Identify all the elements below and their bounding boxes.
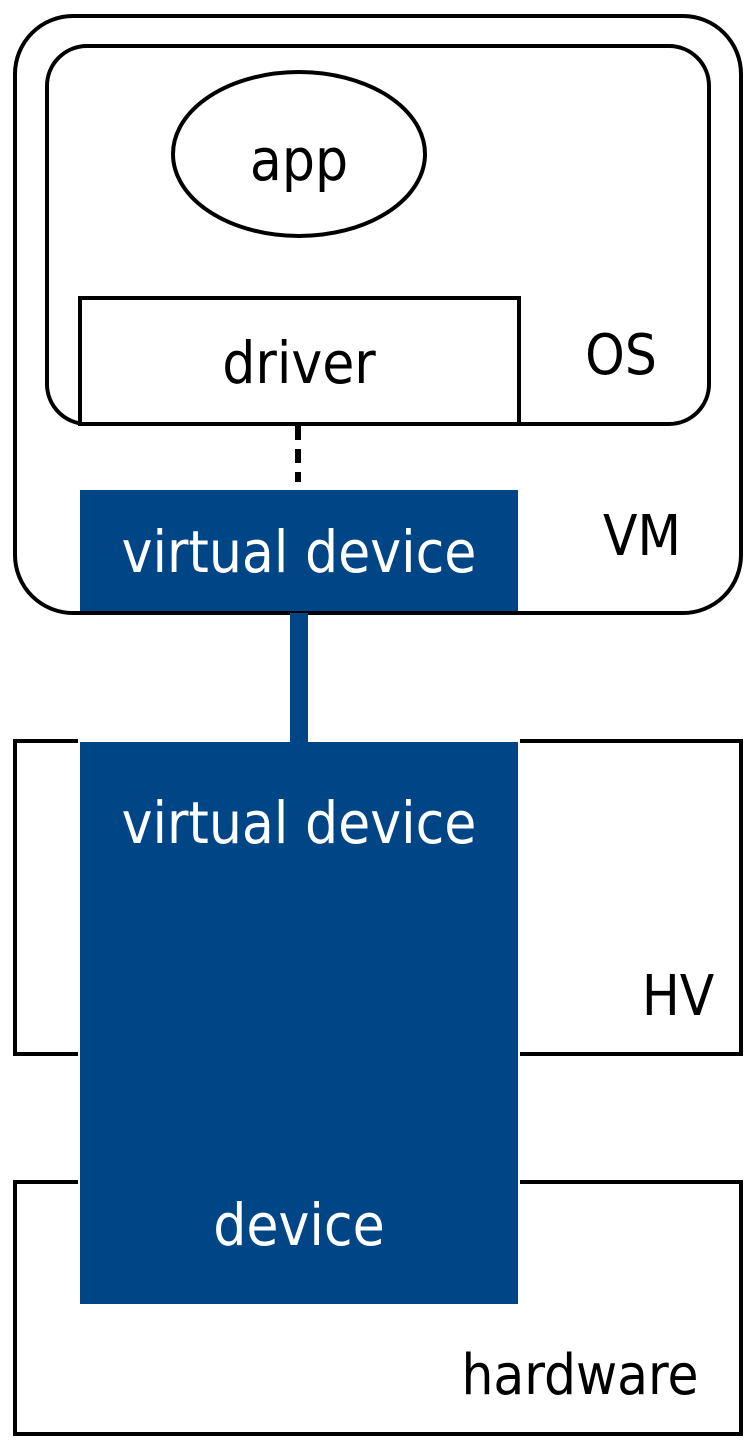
- vm-hv-connector: [290, 613, 308, 743]
- vm-virtual-device-box: [80, 490, 518, 611]
- device-block: [80, 742, 518, 1304]
- app-label: app: [250, 126, 348, 194]
- vm-label: VM: [603, 504, 681, 569]
- device-label: device: [213, 1191, 384, 1259]
- hv-box: [13, 739, 743, 1056]
- hv-label: HV: [642, 964, 715, 1029]
- driver-label: driver: [222, 329, 376, 397]
- app-ellipse: [171, 70, 427, 238]
- os-label: OS: [585, 323, 657, 388]
- vm-box: [13, 14, 743, 615]
- hv-virtual-device-label: virtual device: [122, 789, 477, 857]
- vm-virtual-device-label: virtual device: [122, 518, 477, 586]
- hardware-box: [13, 1180, 743, 1436]
- driver-box: [78, 296, 521, 426]
- hardware-label: hardware: [461, 1343, 698, 1408]
